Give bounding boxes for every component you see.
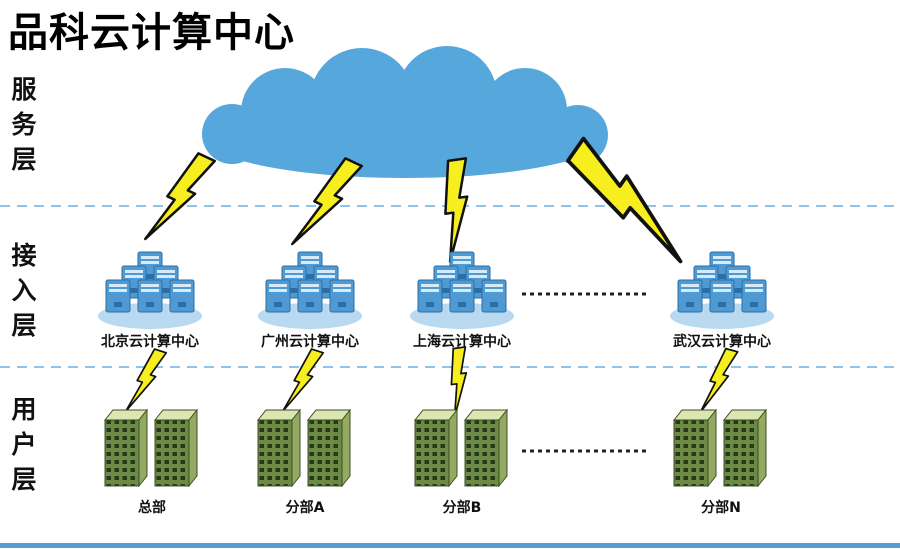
layer-label-access: 接入层 — [8, 242, 37, 347]
building-icon — [674, 410, 766, 486]
cluster-label-beijing: 北京云计算中心 — [101, 334, 199, 350]
site-label-headquarters: 总部 — [138, 500, 166, 516]
page-title: 品科云计算中心 — [8, 10, 295, 56]
cloud-icon — [202, 46, 608, 178]
site-label-branch-a: 分部A — [285, 500, 325, 516]
cluster-label-shanghai: 上海云计算中心 — [413, 334, 511, 350]
lightning-bolt-icon — [444, 346, 476, 418]
cluster-label-guangzhou: 广州云计算中心 — [261, 334, 359, 350]
server-cluster-icon — [410, 252, 514, 329]
building-icon — [415, 410, 507, 486]
site-label-branch-n: 分部N — [701, 500, 741, 516]
lightning-bolt-icon — [124, 345, 168, 419]
layer-label-service: 服务层 — [8, 76, 37, 181]
building-icon — [105, 410, 197, 486]
lightning-bolt-icon — [555, 136, 709, 264]
lightning-bolt-icon — [699, 345, 739, 419]
bottom-border-line — [0, 543, 900, 548]
building-icon — [258, 410, 350, 486]
cluster-label-wuhan: 武汉云计算中心 — [673, 334, 771, 350]
server-cluster-icon — [258, 252, 362, 329]
lightning-bolt-icon — [144, 147, 216, 253]
server-cluster-icon — [670, 252, 774, 329]
site-label-branch-b: 分部B — [442, 500, 482, 516]
layer-label-user: 用户层 — [8, 396, 37, 501]
server-cluster-icon — [98, 252, 202, 329]
lightning-bolt-icon — [281, 345, 325, 419]
